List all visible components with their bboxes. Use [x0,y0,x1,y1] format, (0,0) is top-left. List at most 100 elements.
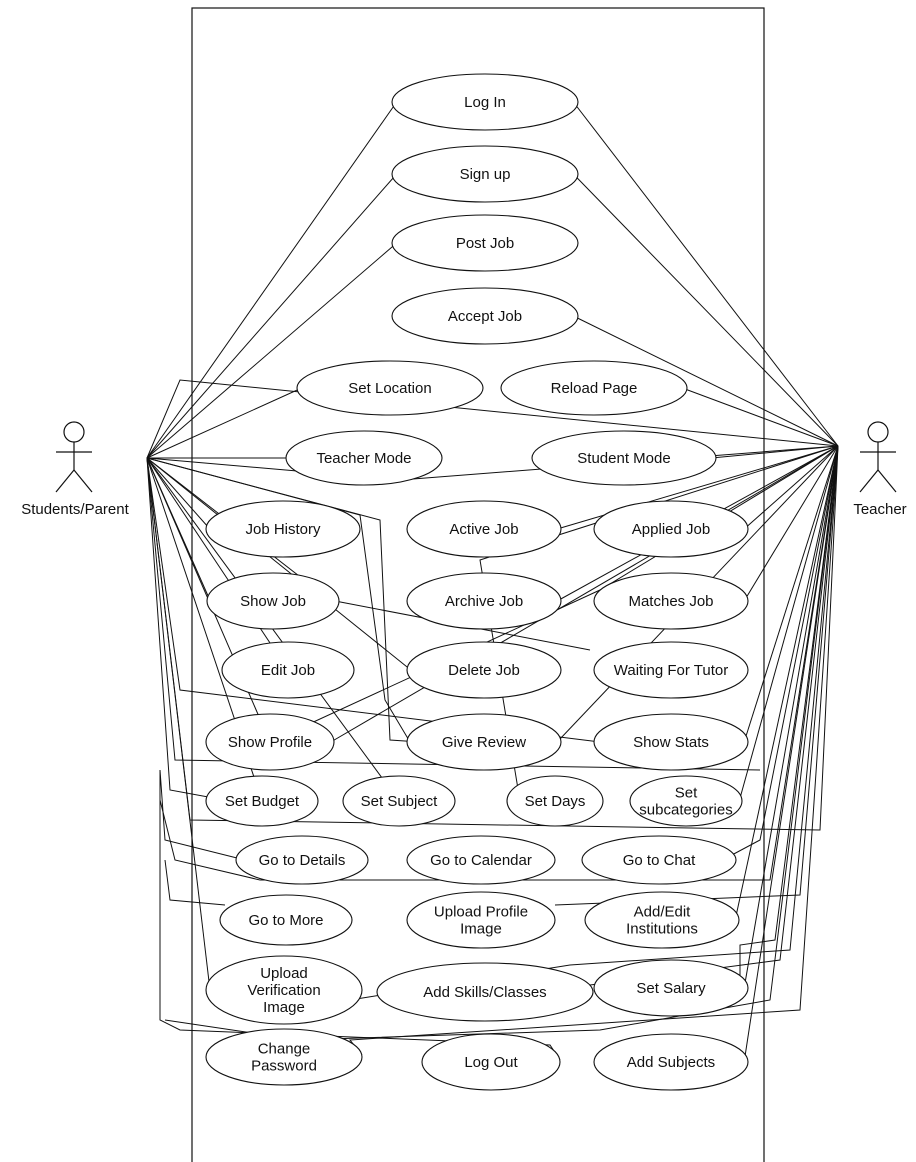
use-case-ellipse [391,287,579,345]
use-case-label: Institutions [626,921,698,938]
use-case-sign-up: Sign up [391,145,579,203]
use-case-ellipse [406,713,562,771]
use-case-ellipse [581,835,737,885]
use-case-show-job: Show Job [206,572,340,630]
use-case-label: Upload Profile [434,904,528,921]
association-students-parent-delete-job [146,457,412,671]
association-line-19 [146,457,211,991]
use-case-label: Show Job [240,593,306,610]
use-case-ellipse [206,572,340,630]
use-case-ellipse [235,835,369,885]
use-case-label: Give Review [442,734,526,751]
association-line-20 [739,445,839,988]
use-case-active-job: Active Job [406,500,562,558]
use-case-label: Waiting For Tutor [614,662,728,679]
use-case-ellipse [593,1033,749,1091]
use-case-label: Set Budget [225,793,300,810]
association-teacher-show-profile [330,445,839,743]
association-teacher-set-salary [743,445,839,989]
use-case-label: Upload [260,965,308,982]
use-case-add-subjects: Add Subjects [593,1033,749,1091]
use-case-ellipse [219,894,353,946]
use-case-set-budget: Set Budget [205,775,319,827]
stick-figure-icon [859,421,897,493]
use-case-go-to-details: Go to Details [235,835,369,885]
use-case-go-to-chat: Go to Chat [581,835,737,885]
use-case-label: Sign up [460,166,511,183]
use-case-ellipse [342,775,456,827]
use-case-label: Add Skills/Classes [423,984,546,1001]
association-teacher-set-subcategories [738,445,839,802]
use-case-ellipse [406,641,562,699]
association-students-parent-sign-up [146,173,398,459]
association-line-5 [146,457,761,771]
association-students-parent-job-history [146,457,211,530]
use-case-label: Go to Details [259,852,346,869]
use-case-label: Matches Job [628,593,713,610]
use-case-label: Active Job [449,521,518,538]
use-case-label: Edit Job [261,662,315,679]
use-case-ellipse [406,572,562,630]
association-students-parent-edit-job [146,457,289,671]
use-case-label: Verification [247,982,320,999]
association-students-parent-post-job [146,242,397,459]
system-boundary [191,7,765,1162]
use-case-ellipse [285,430,443,486]
use-case-ellipse [506,775,604,827]
association-line-15 [164,859,226,906]
use-case-ellipse [205,955,363,1025]
use-case-label: Log Out [464,1054,518,1071]
actor-teacher: Teacher [853,421,907,518]
use-case-label: Password [251,1058,317,1075]
use-case-label: Set Salary [636,980,706,997]
use-case-ellipse [391,73,579,131]
use-case-label: Set [675,785,698,802]
use-case-set-subject: Set Subject [342,775,456,827]
use-case-label: Student Mode [577,450,670,467]
use-case-ellipse [584,891,740,949]
use-case-label: Change [258,1041,311,1058]
use-case-label: Show Stats [633,734,709,751]
use-case-edit-job: Edit Job [221,641,355,699]
use-case-delete-job: Delete Job [406,641,562,699]
use-case-ellipse [205,500,361,558]
use-case-label: Set Subject [361,793,439,810]
use-case-label: Teacher Mode [316,450,411,467]
association-students-parent-log-in [146,101,398,459]
use-case-label: Go to More [248,912,323,929]
use-case-ellipse [406,891,556,949]
use-case-label: Job History [245,521,321,538]
use-case-add-skills-classes: Add Skills/Classes [376,962,594,1022]
use-case-label: Set Days [525,793,586,810]
use-case-show-stats: Show Stats [593,713,749,771]
use-case-label: Accept Job [448,308,522,325]
association-teacher-add-edit-institutions [734,445,839,921]
use-case-show-profile: Show Profile [205,713,335,771]
use-case-label: Applied Job [632,521,710,538]
actor-label-students-parent: Students/Parent [21,501,129,518]
use-case-ellipse [593,641,749,699]
use-case-label: Image [263,999,305,1016]
use-case-ellipse [376,962,594,1022]
association-line-14 [729,445,839,857]
use-case-label: Add Subjects [627,1054,715,1071]
association-line-8 [146,445,839,481]
use-case-label: Post Job [456,235,514,252]
association-students-parent-set-location [146,387,302,459]
use-case-log-out: Log Out [421,1033,561,1091]
use-case-set-days: Set Days [506,775,604,827]
use-case-ellipse [391,145,579,203]
use-case-ellipse [205,1028,363,1086]
use-case-ellipse [421,1033,561,1091]
use-case-ellipse [406,500,562,558]
association-line-13 [159,445,839,881]
association-teacher-applied-job [743,445,839,530]
association-line-2 [146,457,411,743]
